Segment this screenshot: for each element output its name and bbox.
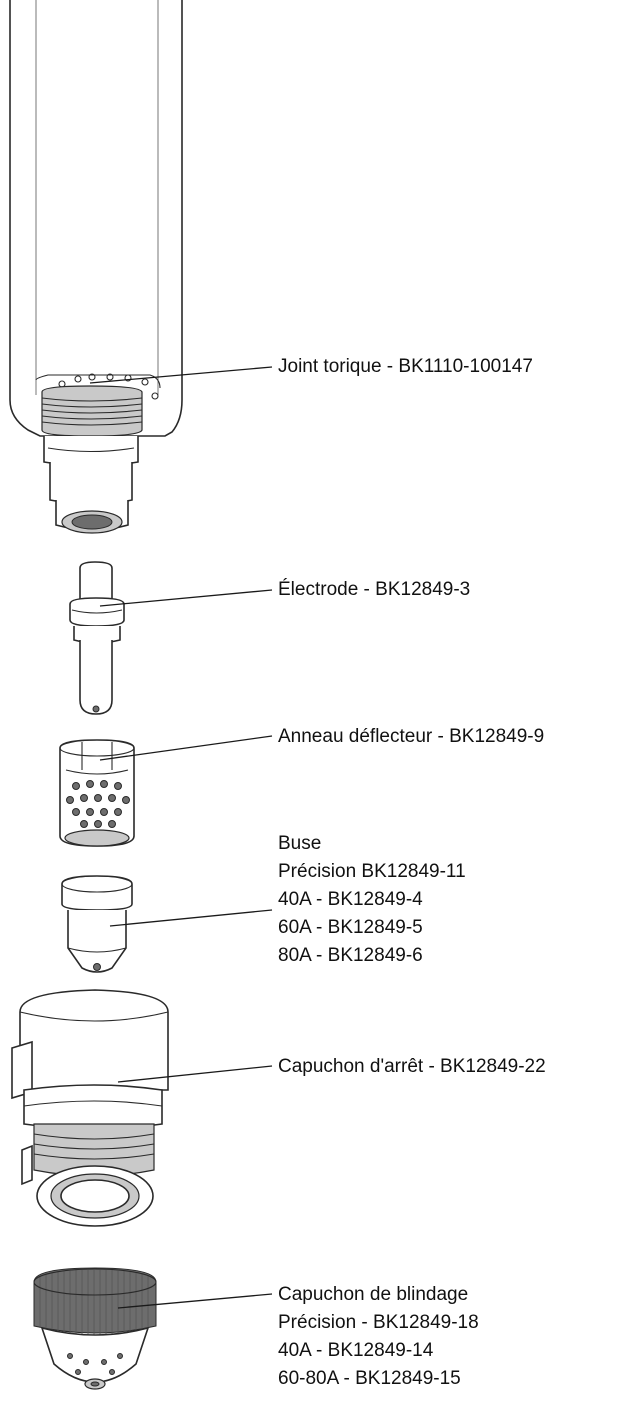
leader-retaining-cap — [117, 1065, 273, 1083]
label-line: Précision - BK12849-18 — [278, 1312, 479, 1333]
electrode — [69, 561, 125, 715]
nozzle — [61, 875, 133, 973]
label-line: Buse — [278, 833, 322, 854]
label-line: Précision BK12849-11 — [278, 861, 466, 882]
label-shield-cap: Capuchon de blindage Précision - BK12849… — [278, 1281, 479, 1393]
leader-nozzle — [109, 909, 273, 927]
label-line: Joint torique - BK1110-100147 — [278, 356, 533, 377]
retaining-cap — [11, 989, 169, 1227]
leader-swirl-ring — [99, 735, 273, 761]
shield-cap-knurling — [39, 1270, 149, 1335]
label-retaining-cap: Capuchon d'arrêt - BK12849-22 — [278, 1053, 546, 1081]
label-o-ring: Joint torique - BK1110-100147 — [278, 353, 533, 381]
leader-o-ring — [89, 366, 273, 384]
swirl-ring-holes — [66, 780, 130, 828]
label-line: 60-80A - BK12849-15 — [278, 1368, 461, 1389]
label-line: Anneau déflecteur - BK12849-9 — [278, 726, 545, 747]
label-line: 60A - BK12849-5 — [278, 917, 423, 938]
label-line: 80A - BK12849-6 — [278, 945, 423, 966]
shield-cap — [33, 1267, 157, 1390]
label-electrode: Électrode - BK12849-3 — [278, 576, 470, 604]
label-line: Capuchon de blindage — [278, 1284, 469, 1305]
label-line: 40A - BK12849-4 — [278, 889, 423, 910]
label-nozzle: Buse Précision BK12849-11 40A - BK12849-… — [278, 830, 466, 970]
leader-shield-cap — [117, 1293, 273, 1309]
label-line: Capuchon d'arrêt - BK12849-22 — [278, 1056, 546, 1077]
label-swirl-ring: Anneau déflecteur - BK12849-9 — [278, 723, 544, 751]
label-line: 40A - BK12849-14 — [278, 1340, 434, 1361]
o-ring-threads — [41, 385, 143, 437]
swirl-ring — [59, 739, 135, 847]
torch-body — [9, 0, 183, 534]
label-line: Électrode - BK12849-3 — [278, 579, 471, 600]
leader-electrode — [99, 589, 273, 607]
